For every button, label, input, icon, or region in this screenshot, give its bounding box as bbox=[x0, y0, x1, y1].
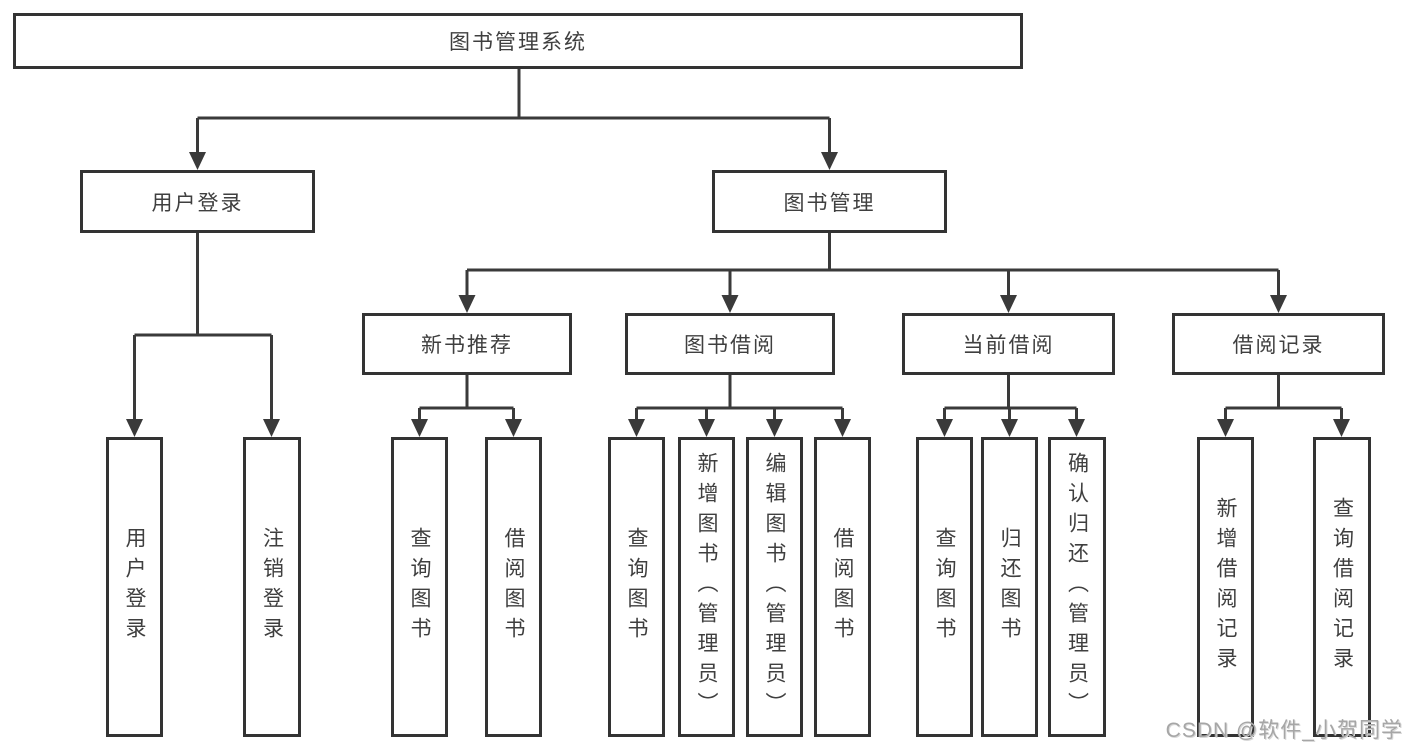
node-label: 注销登录 bbox=[260, 527, 284, 647]
node-label: 借阅记录 bbox=[1232, 334, 1325, 357]
node-label: 查询图书 bbox=[625, 527, 648, 647]
node-label: 查询图书 bbox=[408, 527, 431, 647]
leaf-query-books-recommend: 查询图书 bbox=[391, 437, 448, 737]
node-label: 用户登录 bbox=[151, 191, 244, 215]
node-label: 归还图书 bbox=[998, 527, 1021, 647]
leaf-return-books: 归还图书 bbox=[981, 437, 1038, 737]
leaf-confirm-return-admin: 确认归还（管理员） bbox=[1048, 437, 1106, 737]
node-label: 确认归还（管理员） bbox=[1065, 452, 1089, 722]
node-new-book-recommendation: 新书推荐 bbox=[362, 313, 572, 375]
node-label: 查询图书 bbox=[933, 527, 956, 647]
node-label: 借阅图书 bbox=[502, 527, 525, 647]
node-label: 图书借阅 bbox=[684, 334, 776, 357]
node-user-login: 用户登录 bbox=[80, 170, 315, 233]
leaf-add-borrow-record: 新增借阅记录 bbox=[1197, 437, 1254, 737]
leaf-user-login: 用户登录 bbox=[106, 437, 163, 737]
leaf-add-books-admin: 新增图书（管理员） bbox=[678, 437, 735, 737]
node-label: 用户登录 bbox=[123, 527, 146, 647]
node-label: 编辑图书（管理员） bbox=[763, 452, 786, 722]
node-current-borrowing: 当前借阅 bbox=[902, 313, 1115, 375]
node-label: 借阅图书 bbox=[831, 527, 854, 647]
leaf-borrow-books: 借阅图书 bbox=[814, 437, 871, 737]
node-label: 新增借阅记录 bbox=[1214, 497, 1237, 677]
node-label: 图书管理系统 bbox=[449, 31, 587, 54]
csdn-watermark: CSDN @软件_小贺同学 bbox=[1165, 719, 1403, 742]
node-label: 新增图书（管理员） bbox=[695, 452, 718, 722]
leaf-query-borrow-record: 查询借阅记录 bbox=[1313, 437, 1371, 737]
node-borrow-records: 借阅记录 bbox=[1172, 313, 1385, 375]
connector-segments bbox=[133, 69, 1343, 431]
node-label: 查询借阅记录 bbox=[1330, 497, 1354, 677]
node-label: 图书管理 bbox=[783, 191, 876, 215]
leaf-query-books-borrowing: 查询图书 bbox=[608, 437, 665, 737]
node-book-management: 图书管理 bbox=[712, 170, 947, 233]
node-label: 当前借阅 bbox=[962, 334, 1055, 357]
leaf-query-books-current: 查询图书 bbox=[916, 437, 973, 737]
leaf-borrow-books-recommend: 借阅图书 bbox=[485, 437, 542, 737]
leaf-edit-books-admin: 编辑图书（管理员） bbox=[746, 437, 803, 737]
node-label: 新书推荐 bbox=[421, 334, 513, 357]
leaf-logout: 注销登录 bbox=[243, 437, 301, 737]
node-book-borrowing: 图书借阅 bbox=[625, 313, 835, 375]
node-library-system: 图书管理系统 bbox=[13, 13, 1023, 69]
